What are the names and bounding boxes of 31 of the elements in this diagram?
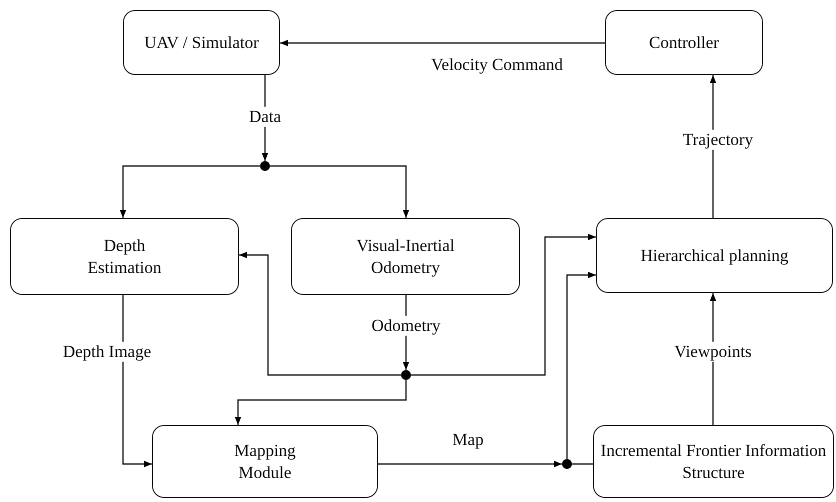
node-label: Mapping Module xyxy=(233,440,297,483)
edge-label: Depth Image xyxy=(60,342,154,362)
edge-label: Trajectory xyxy=(680,130,756,150)
node-label: Incremental Frontier Information Structure xyxy=(600,440,828,483)
edge-label: Odometry xyxy=(370,316,442,336)
junction-dot xyxy=(401,370,411,380)
edge-label: Data xyxy=(246,106,284,128)
arrow xyxy=(234,380,407,425)
arrow xyxy=(411,234,596,376)
arrow xyxy=(239,252,401,376)
arrow xyxy=(566,272,596,459)
arrow xyxy=(378,460,562,468)
arrow xyxy=(280,40,605,46)
edge-label: Viewpoints xyxy=(672,342,754,362)
process-box xyxy=(593,425,834,498)
node-label: Controller xyxy=(649,32,719,54)
process-box xyxy=(596,218,833,293)
node-label: UAV / Simulator xyxy=(144,32,259,54)
node-label: Hierarchical planning xyxy=(640,244,788,266)
process-box xyxy=(291,218,520,295)
arrow xyxy=(122,295,152,468)
node-label: Depth Estimation xyxy=(86,235,162,278)
process-box xyxy=(605,10,763,75)
junction-dot xyxy=(562,459,572,469)
process-box xyxy=(152,425,378,498)
junction-dot xyxy=(260,161,270,171)
node-label: Visual-Inertial Odometry xyxy=(355,235,456,278)
arrow xyxy=(120,165,260,218)
process-box xyxy=(123,10,280,75)
arrow xyxy=(270,165,410,218)
process-box xyxy=(10,218,239,295)
